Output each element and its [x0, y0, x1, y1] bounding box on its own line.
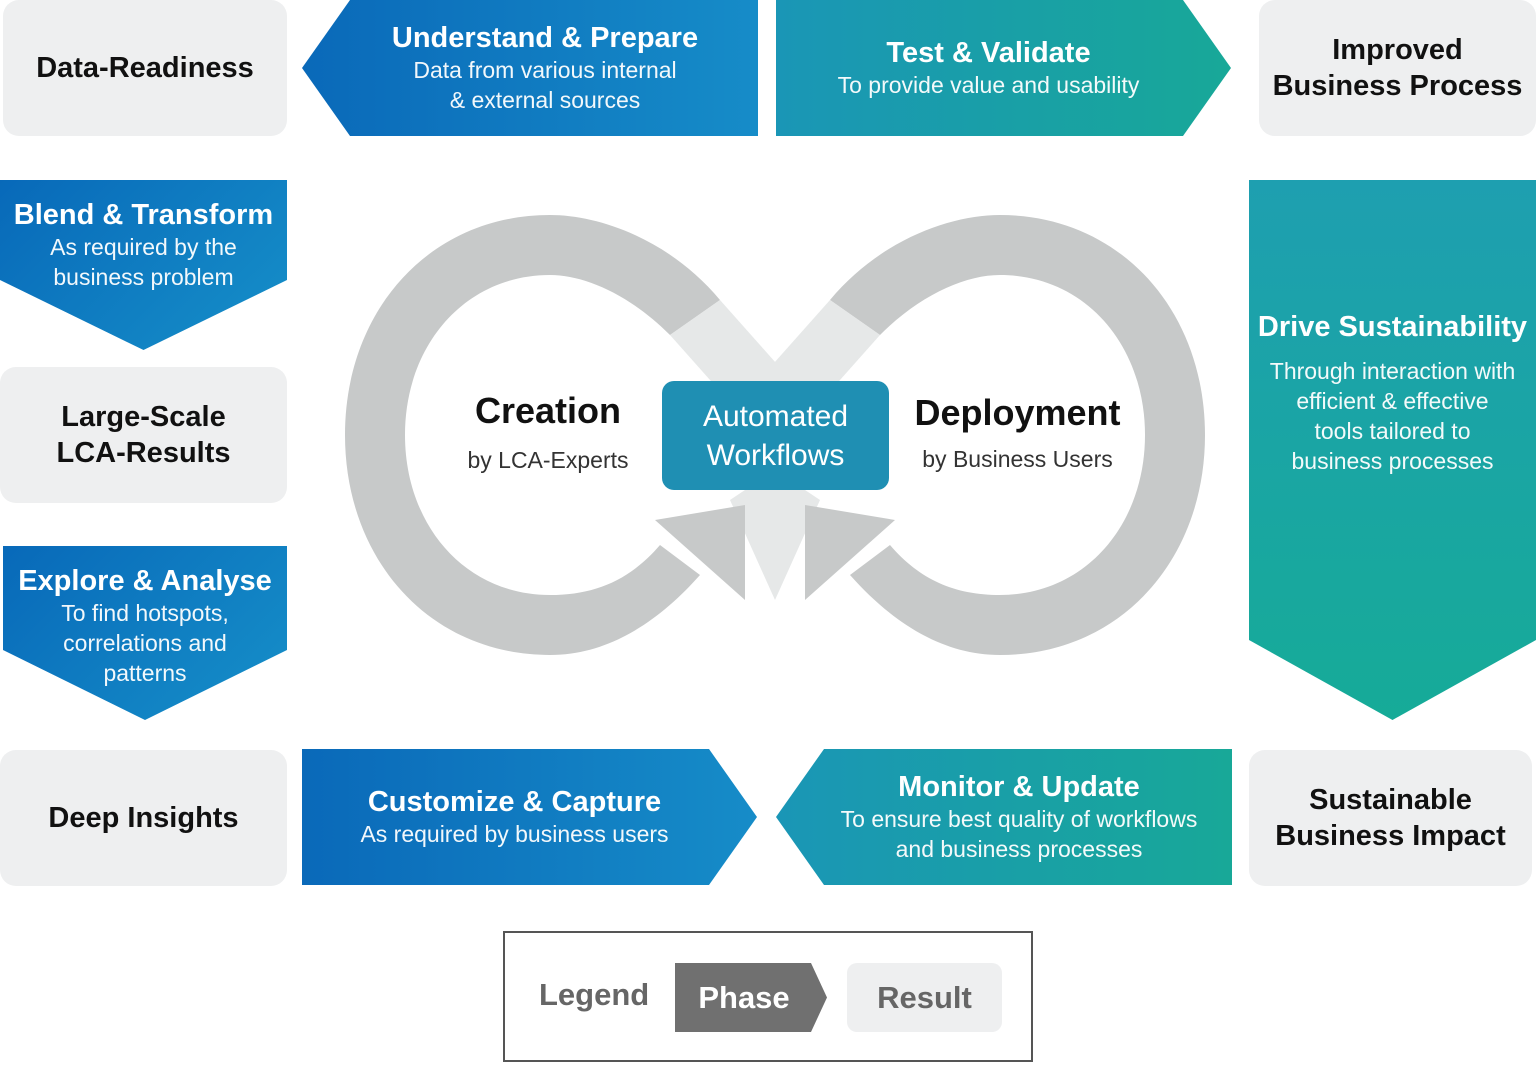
result-label-line2: Business Impact: [1275, 820, 1506, 852]
phase-monitor-update: Monitor & Update To ensure best quality …: [776, 749, 1232, 885]
phase-title: Customize & Capture: [367, 786, 662, 818]
result-label-line2: LCA-Results: [56, 437, 231, 469]
phase-subtitle-line1: To find hotspots,: [61, 600, 229, 626]
phase-subtitle-line1: To provide value and usability: [837, 72, 1140, 98]
result-label: Data-Readiness: [36, 52, 254, 84]
deployment-subtitle: by Business Users: [922, 446, 1113, 472]
creation-subtitle: by LCA-Experts: [467, 447, 629, 473]
phase-subtitle-line1: To ensure best quality of workflows: [840, 806, 1198, 832]
phase-subtitle-line4: business processes: [1291, 448, 1494, 474]
phase-subtitle-line2: and business processes: [895, 836, 1143, 862]
phase-title: Blend & Transform: [13, 199, 274, 231]
phase-subtitle-line2: efficient & effective: [1296, 388, 1489, 414]
phase-title: Explore & Analyse: [18, 565, 272, 597]
phase-title: Test & Validate: [886, 37, 1091, 69]
legend-label: Legend: [539, 977, 650, 1012]
result-label-line2: Business Process: [1272, 70, 1523, 102]
legend-result-swatch: Result: [847, 963, 1002, 1032]
phase-subtitle-line2: business problem: [53, 264, 234, 290]
right-arrow-head: [805, 505, 895, 600]
result-label: Deep Insights: [48, 802, 239, 834]
phase-subtitle-line2: & external sources: [449, 87, 641, 113]
phase-customize-capture: Customize & Capture As required by busin…: [302, 749, 757, 885]
phase-subtitle-line3: tools tailored to: [1314, 418, 1471, 444]
cross-lower: [730, 470, 820, 600]
phase-drive-sustainability: Drive Sustainability Through interaction…: [1249, 180, 1536, 720]
phase-understand-prepare: Understand & Prepare Data from various i…: [302, 0, 758, 136]
result-data-readiness: Data-Readiness: [3, 0, 287, 136]
result-improved-business-process: Improved Business Process: [1259, 0, 1536, 136]
result-sustainable-business-impact: Sustainable Business Impact: [1249, 750, 1532, 886]
left-loop-ring: [345, 215, 720, 655]
phase-explore-analyse: Explore & Analyse To find hotspots, corr…: [3, 546, 287, 720]
deployment-title: Deployment: [914, 392, 1121, 433]
phase-title: Drive Sustainability: [1257, 311, 1528, 343]
result-label-line1: Improved: [1332, 34, 1463, 66]
legend: Legend Phase Result: [503, 931, 1033, 1062]
phase-subtitle-line1: As required by the: [50, 234, 237, 260]
phase-title: Understand & Prepare: [391, 22, 699, 54]
phase-subtitle-line1: Through interaction with: [1269, 358, 1516, 384]
phase-test-validate: Test & Validate To provide value and usa…: [776, 0, 1231, 136]
creation-title: Creation: [474, 390, 622, 431]
phase-subtitle-line3: patterns: [103, 660, 187, 686]
automated-workflows-box: Automated Workflows: [662, 381, 889, 490]
result-large-scale-lca: Large-Scale LCA-Results: [0, 367, 287, 503]
legend-phase-swatch: Phase: [675, 963, 827, 1032]
center-box-line2: Workflows: [706, 438, 845, 472]
phase-subtitle-line1: As required by business users: [360, 821, 669, 847]
phase-blend-transform: Blend & Transform As required by the bus…: [0, 180, 287, 350]
left-arrow-head: [655, 505, 745, 600]
phase-subtitle-line1: Data from various internal: [413, 57, 677, 83]
result-label-line1: Large-Scale: [61, 401, 226, 433]
phase-subtitle-line2: correlations and: [63, 630, 227, 656]
right-loop-ring: [830, 215, 1205, 655]
center-box-line1: Automated: [702, 399, 849, 433]
result-label-line1: Sustainable: [1309, 784, 1472, 816]
phase-title: Monitor & Update: [898, 771, 1140, 803]
result-deep-insights: Deep Insights: [0, 750, 287, 886]
